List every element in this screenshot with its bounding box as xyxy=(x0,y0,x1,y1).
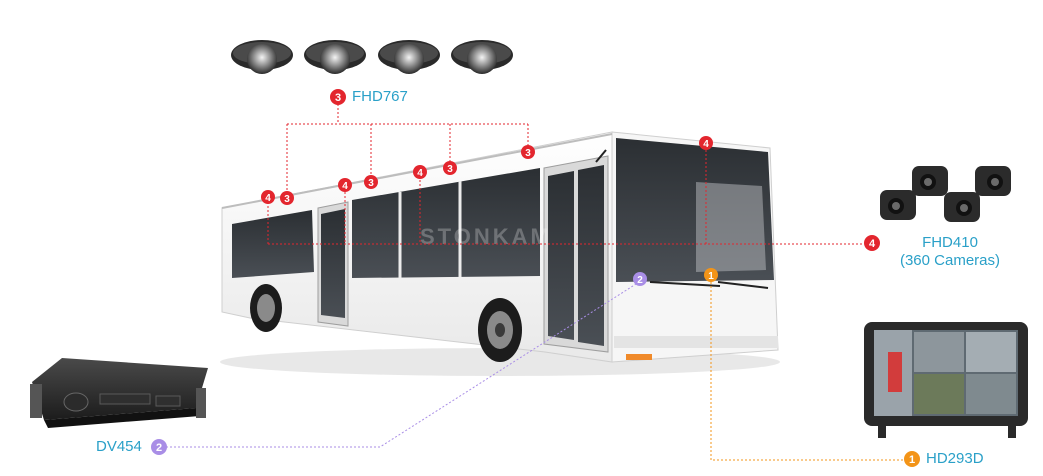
badge-marker: 4 xyxy=(261,190,275,204)
side-camera xyxy=(880,190,916,220)
svg-text:4: 4 xyxy=(703,139,709,150)
side-camera xyxy=(975,166,1011,196)
bus-windshield-highlight xyxy=(696,182,766,272)
bus: STONKAM xyxy=(220,131,780,376)
bus-headlight xyxy=(626,354,652,360)
dome-camera xyxy=(231,40,293,74)
svg-text:3: 3 xyxy=(368,178,374,189)
bus-wiper xyxy=(717,281,769,289)
hd293d-label: HD293D xyxy=(926,450,984,467)
dv454-dvr-unit xyxy=(30,358,208,428)
dome-camera xyxy=(378,40,440,74)
bus-rear-wheel xyxy=(250,284,282,332)
bus-mirror-arm xyxy=(595,149,607,163)
side-camera xyxy=(912,166,948,196)
badge-marker: 4 xyxy=(699,136,713,150)
bus-front-bumper xyxy=(614,336,778,348)
badge-marker: 2 xyxy=(633,272,647,286)
hd293d-monitor xyxy=(864,322,1028,438)
svg-text:4: 4 xyxy=(417,168,423,179)
bus-front-door-glass xyxy=(548,171,574,340)
svg-text:3: 3 xyxy=(335,92,341,104)
badge-marker: 1 xyxy=(704,268,718,282)
fhd410-subtitle: (360 Cameras) xyxy=(899,252,1001,269)
svg-text:3: 3 xyxy=(284,194,290,205)
bus-front-door-glass xyxy=(578,165,604,346)
bus-badges: 3 3 3 3 4 4 4 4 2 1 xyxy=(261,136,718,286)
badge-marker: 3 xyxy=(521,145,535,159)
fhd767-camera-group xyxy=(231,40,513,74)
dv454-label: DV454 xyxy=(96,438,142,455)
bus-wiper xyxy=(649,281,721,287)
fhd410-model: FHD410 xyxy=(922,234,978,251)
dv454-line xyxy=(166,283,637,448)
bus-front-wheel xyxy=(478,298,522,362)
fhd410-camera-group xyxy=(880,166,1011,222)
dome-camera xyxy=(304,40,366,74)
watermark-text: STONKAM xyxy=(420,224,552,249)
hd293d-line xyxy=(710,282,904,461)
fhd410-badge: 4 xyxy=(864,235,880,251)
hd293d-badge: 1 xyxy=(904,451,920,467)
svg-text:3: 3 xyxy=(525,148,531,159)
badge-marker: 3 xyxy=(443,161,457,175)
dome-camera xyxy=(451,40,513,74)
dv454-badge: 2 xyxy=(151,439,167,455)
svg-text:2: 2 xyxy=(637,275,643,286)
badge-marker: 3 xyxy=(364,175,378,189)
badge-marker: 4 xyxy=(413,165,427,179)
svg-text:4: 4 xyxy=(342,181,348,192)
badge-marker: 4 xyxy=(338,178,352,192)
fhd410-label: FHD410 (360 Cameras) xyxy=(884,234,1016,270)
side-camera xyxy=(944,192,980,222)
svg-text:2: 2 xyxy=(156,442,162,454)
svg-text:1: 1 xyxy=(909,454,915,466)
bus-rear-door-glass xyxy=(321,209,345,318)
svg-text:4: 4 xyxy=(869,238,876,250)
connector-lines xyxy=(166,104,904,461)
svg-text:4: 4 xyxy=(265,193,271,204)
svg-text:1: 1 xyxy=(708,271,714,282)
svg-text:3: 3 xyxy=(447,164,453,175)
product-badges: 3 4 2 1 xyxy=(151,89,920,467)
fhd767-label: FHD767 xyxy=(352,88,408,105)
fhd767-badge: 3 xyxy=(330,89,346,105)
badge-marker: 3 xyxy=(280,191,294,205)
